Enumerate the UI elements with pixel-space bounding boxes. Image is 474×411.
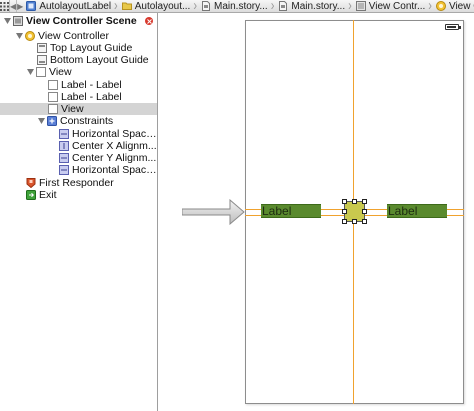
breadcrumb-label: Main.story... <box>291 0 346 12</box>
battery-icon <box>445 24 461 30</box>
resize-handle[interactable] <box>342 219 347 224</box>
outline-item-first-responder[interactable]: First Responder <box>0 177 157 189</box>
outline-item-subview[interactable]: View <box>0 103 157 115</box>
resize-handle[interactable] <box>342 209 347 214</box>
scene-icon <box>355 1 366 11</box>
outline-label: Constraints <box>60 115 114 127</box>
view-icon <box>48 80 58 90</box>
view-icon <box>36 67 46 77</box>
outline-label: First Responder <box>39 177 114 189</box>
breadcrumb-label: AutolayoutLabel <box>39 0 112 12</box>
outline-item-label[interactable]: Label - Label <box>0 91 157 103</box>
outline-item-view-controller[interactable]: View Controller <box>0 30 157 42</box>
breadcrumb-label: View Contr <box>448 0 474 12</box>
disclosure-expanded-icon[interactable] <box>26 68 34 76</box>
breadcrumb-separator: › <box>114 0 118 13</box>
constraints-icon <box>47 116 57 126</box>
breadcrumb-separator: › <box>348 0 352 13</box>
outline-item-constraint[interactable]: Horizontal Space... <box>0 128 157 140</box>
exit-icon <box>26 190 36 200</box>
disclosure-expanded-icon[interactable] <box>37 117 45 125</box>
label-right[interactable]: Label <box>387 204 447 218</box>
resize-handle[interactable] <box>362 209 367 214</box>
outline-label: Horizontal Space... <box>72 128 157 140</box>
outline-label: View Controller <box>38 30 110 42</box>
disclosure-expanded-icon[interactable] <box>15 32 23 40</box>
resize-handle[interactable] <box>352 199 357 204</box>
first-responder-icon <box>26 178 36 188</box>
outline-label: Center Y Alignm... <box>72 152 157 164</box>
layout-guide-icon <box>37 55 47 65</box>
outline-label: Label - Label <box>61 91 122 103</box>
scene-icon <box>13 16 23 26</box>
outline-item-constraints[interactable]: Constraints <box>0 115 157 127</box>
constraint-icon <box>59 165 69 175</box>
resize-handle[interactable] <box>362 219 367 224</box>
outline-item-view[interactable]: View <box>0 66 157 78</box>
breadcrumb-label: View Contr... <box>368 0 426 12</box>
breadcrumb-project[interactable]: AutolayoutLabel <box>23 0 113 12</box>
document-outline: View Controller Scene View Controller To… <box>0 13 158 411</box>
breadcrumb-separator: › <box>428 0 432 13</box>
outline-item-constraint[interactable]: Center X Alignm... <box>0 140 157 152</box>
constraint-icon <box>59 153 69 163</box>
project-icon <box>26 1 37 11</box>
jump-bar: ◀ ▶ AutolayoutLabel › Autolayout... › Ma… <box>0 0 474 13</box>
breadcrumb-storyboard[interactable]: Main.story... <box>198 0 270 12</box>
constraint-icon <box>59 129 69 139</box>
breadcrumb-storyboard-base[interactable]: Main.story... <box>275 0 347 12</box>
outline-item-scene[interactable]: View Controller Scene <box>0 15 157 27</box>
back-arrow-icon[interactable]: ◀ <box>9 0 17 12</box>
outline-label: Label - Label <box>61 79 122 91</box>
outline-item-bottom-layout-guide[interactable]: Bottom Layout Guide <box>0 54 157 66</box>
resize-handle[interactable] <box>362 199 367 204</box>
initial-view-controller-arrow-icon <box>182 199 245 225</box>
outline-label: Horizontal Space... <box>72 164 157 176</box>
outline-label: View <box>49 66 72 78</box>
storyboard-file-icon <box>279 1 288 11</box>
view-icon <box>48 104 58 114</box>
outline-label: View <box>61 103 84 115</box>
outline-item-constraint[interactable]: Horizontal Space... <box>0 164 157 176</box>
constraint-icon <box>59 141 69 151</box>
close-icon[interactable] <box>145 17 153 25</box>
folder-icon <box>121 2 132 10</box>
outline-label: Top Layout Guide <box>50 42 133 54</box>
forward-arrow-icon[interactable]: ▶ <box>16 0 24 12</box>
storyboard-file-icon <box>201 1 210 11</box>
outline-item-top-layout-guide[interactable]: Top Layout Guide <box>0 42 157 54</box>
related-items-icon[interactable] <box>0 0 9 12</box>
breadcrumb-label: Autolayout... <box>134 0 191 12</box>
label-left[interactable]: Label <box>261 204 321 218</box>
view-controller-icon <box>435 1 446 11</box>
breadcrumb-scene[interactable]: View Contr... <box>353 0 428 12</box>
outline-label: Center X Alignm... <box>72 140 157 152</box>
resize-handle[interactable] <box>342 199 347 204</box>
outline-item-constraint[interactable]: Center Y Alignm... <box>0 152 157 164</box>
breadcrumb-view-controller[interactable]: View Contr <box>433 0 474 12</box>
disclosure-expanded-icon[interactable] <box>3 17 11 25</box>
outline-item-label[interactable]: Label - Label <box>0 79 157 91</box>
outline-item-exit[interactable]: Exit <box>0 189 157 201</box>
breadcrumb-separator: › <box>270 0 275 13</box>
outline-label: View Controller Scene <box>26 15 137 27</box>
outline-label: Exit <box>39 189 57 201</box>
breadcrumb-folder[interactable]: Autolayout... <box>119 0 193 12</box>
breadcrumb-separator: › <box>193 0 197 13</box>
outline-label: Bottom Layout Guide <box>50 54 149 66</box>
view-controller-icon <box>25 31 35 41</box>
layout-guide-icon <box>37 43 47 53</box>
view-icon <box>48 92 58 102</box>
breadcrumb-label: Main.story... <box>213 0 268 12</box>
resize-handle[interactable] <box>352 219 357 224</box>
